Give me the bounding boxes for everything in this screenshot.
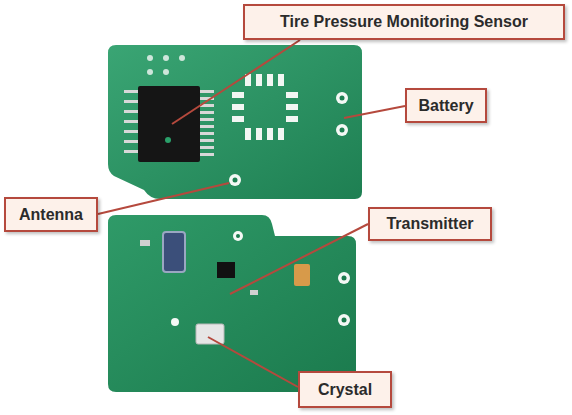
- smd-part: [250, 290, 258, 295]
- callout-label: Tire Pressure Monitoring Sensor: [243, 4, 565, 40]
- callout-label: Transmitter: [368, 207, 492, 241]
- pcb-board: [108, 45, 362, 199]
- callout-text: Tire Pressure Monitoring Sensor: [280, 12, 528, 31]
- leader-line: [98, 183, 229, 214]
- leader-line: [230, 224, 368, 294]
- chip-pins: [124, 90, 214, 156]
- capacitor-part: [163, 232, 185, 272]
- sensor-port: [165, 137, 171, 143]
- leader-line: [208, 337, 298, 387]
- antenna-hole: [229, 174, 241, 186]
- via-holes: [147, 55, 185, 75]
- callout-text: Transmitter: [386, 214, 473, 233]
- leader-lines: [98, 40, 405, 387]
- smd-part: [140, 240, 150, 246]
- callout-text: Crystal: [318, 380, 372, 399]
- transmitter-chip: [217, 262, 235, 278]
- leader-line: [172, 40, 300, 124]
- callout-text: Battery: [418, 96, 473, 115]
- leader-line: [344, 106, 405, 118]
- callout-text: Antenna: [19, 205, 83, 224]
- crystal-part: [196, 324, 224, 344]
- pcb-board: [108, 215, 356, 392]
- battery-holes: [336, 92, 348, 136]
- sensor-chip: [138, 86, 200, 162]
- callout-label: Battery: [405, 88, 487, 123]
- callout-label: Crystal: [298, 371, 392, 408]
- qfn-pads: [232, 74, 298, 140]
- tantalum-capacitor: [294, 264, 310, 286]
- callout-label: Antenna: [4, 197, 98, 232]
